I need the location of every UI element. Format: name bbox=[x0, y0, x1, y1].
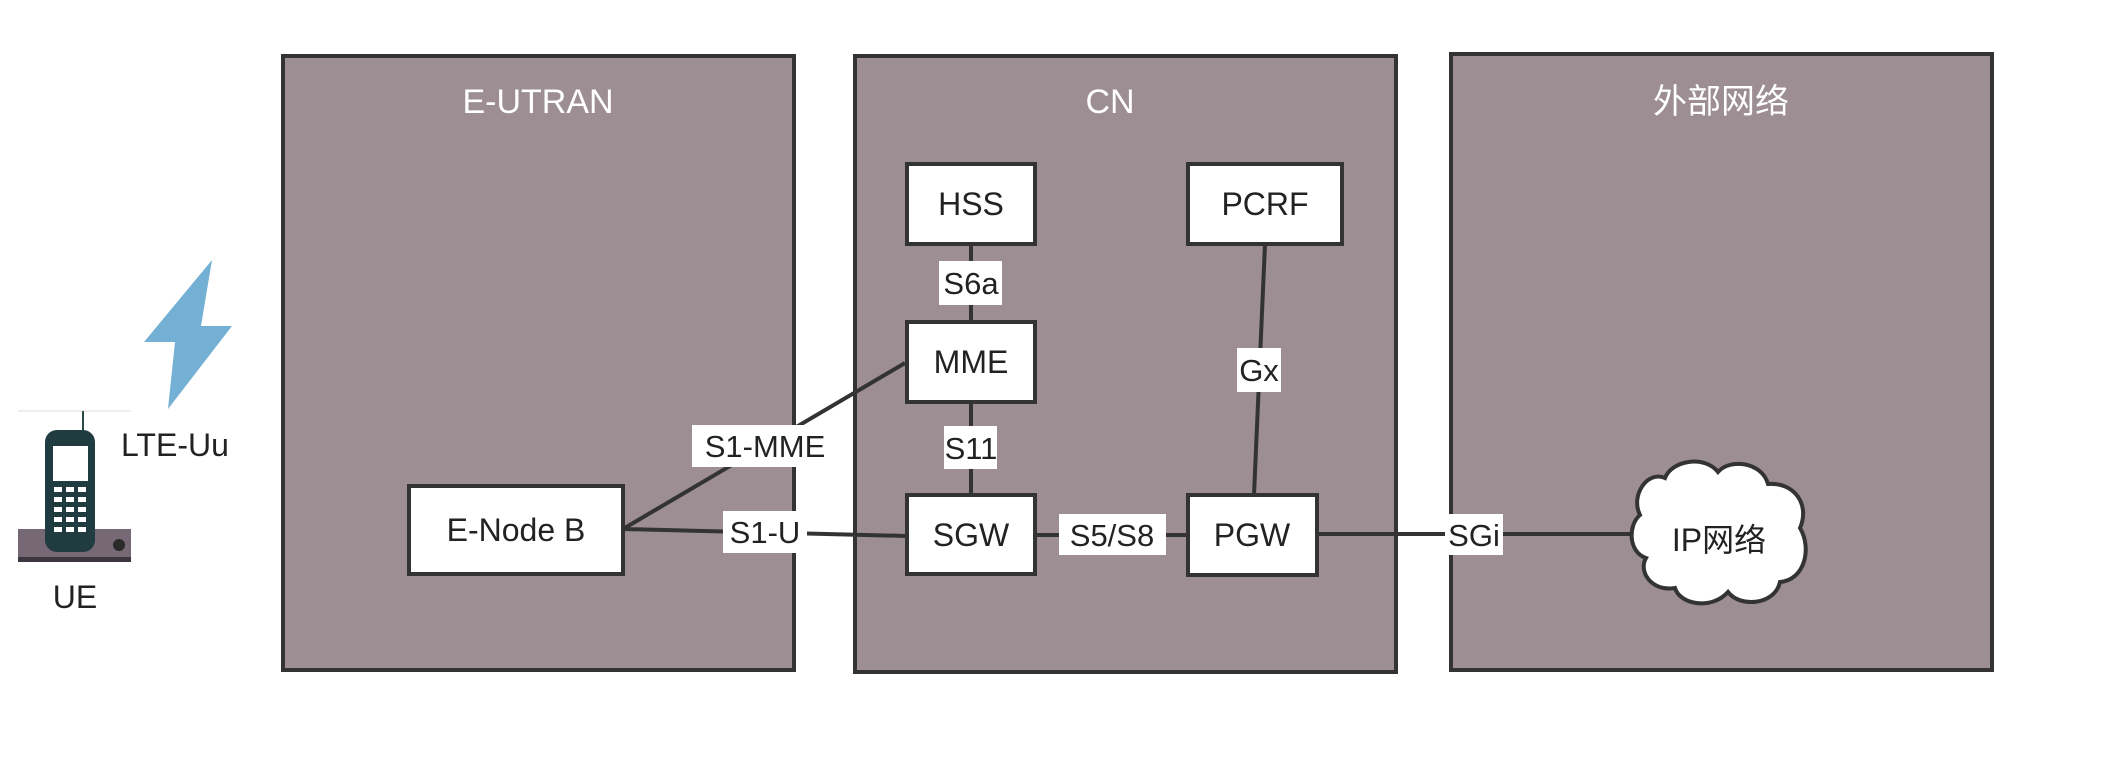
region-eutran: E-UTRAN bbox=[281, 54, 796, 672]
ue-label: UE bbox=[53, 579, 97, 615]
node-enodeb: E-Node B bbox=[407, 484, 625, 576]
node-pgw: PGW bbox=[1186, 493, 1319, 577]
node-label: PGW bbox=[1214, 517, 1291, 553]
node-label: IP网络 bbox=[1672, 522, 1766, 558]
region-title-external: 外部网络 bbox=[1653, 83, 1789, 121]
lightning-icon bbox=[144, 260, 232, 409]
node-label: MME bbox=[934, 344, 1009, 380]
region-title-eutran: E-UTRAN bbox=[462, 83, 613, 121]
node-ip-network: IP网络 bbox=[1629, 459, 1808, 606]
node-label: HSS bbox=[938, 186, 1004, 222]
label-sgi: SGi bbox=[1448, 518, 1500, 553]
node-mme: MME bbox=[905, 320, 1037, 404]
label-gx: Gx bbox=[1239, 353, 1279, 388]
label-s1-mme: S1-MME bbox=[705, 429, 826, 464]
node-hss: HSS bbox=[905, 162, 1037, 246]
phone-icon bbox=[18, 410, 131, 562]
region-title-cn: CN bbox=[1085, 83, 1134, 121]
air-interface-label: LTE-Uu bbox=[121, 427, 229, 463]
node-label: E-Node B bbox=[447, 512, 586, 548]
label-s6a: S6a bbox=[943, 266, 999, 301]
cloud-icon bbox=[1629, 459, 1808, 606]
node-label: SGW bbox=[933, 517, 1010, 553]
label-s11: S11 bbox=[945, 431, 998, 466]
node-label: PCRF bbox=[1221, 186, 1308, 222]
node-sgw: SGW bbox=[905, 493, 1037, 576]
label-s5-s8: S5/S8 bbox=[1070, 518, 1154, 553]
label-s1-u: S1-U bbox=[730, 515, 801, 550]
ue: LTE-Uu UE bbox=[18, 260, 232, 615]
node-pcrf: PCRF bbox=[1186, 162, 1344, 246]
